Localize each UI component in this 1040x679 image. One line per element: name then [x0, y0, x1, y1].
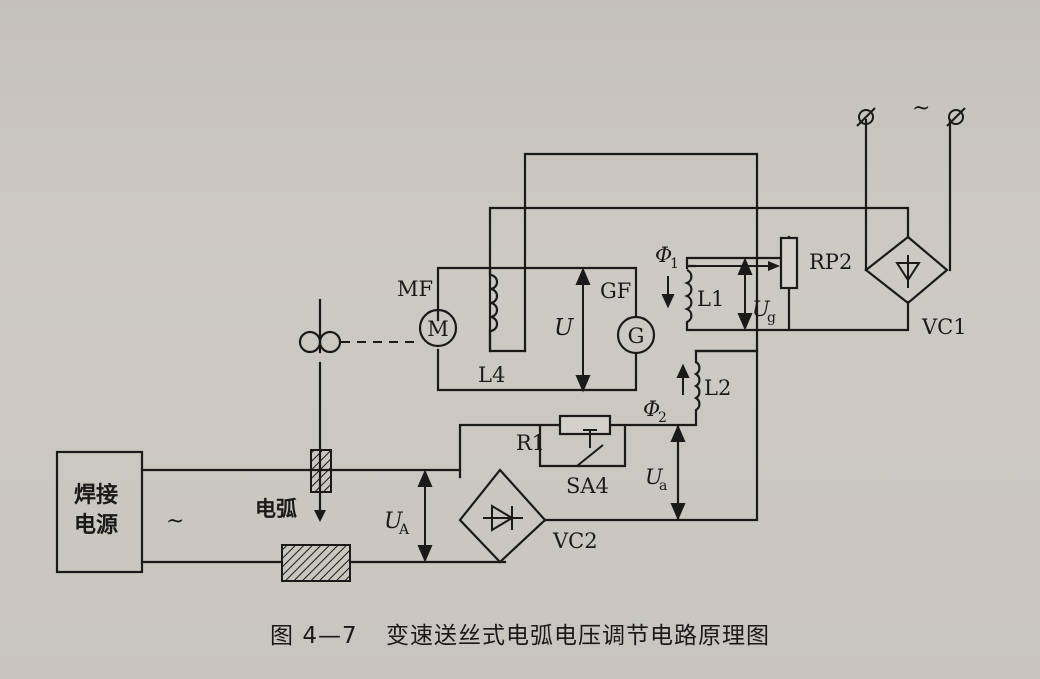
sa4-label: SA4 [566, 474, 609, 498]
wire-feed-arrow [314, 510, 326, 522]
welding-power-box [55, 450, 144, 574]
wire-l4 [488, 266, 527, 353]
phi2-label: Φ [643, 397, 660, 421]
wire-l2-circuit [458, 349, 759, 522]
wire-vc1-ac [864, 118, 952, 272]
feed-roller-left [298, 330, 322, 354]
gf-label: GF [600, 279, 631, 303]
arrow-ug-head-bottom [737, 313, 753, 331]
phi1-subscript: 1 [670, 256, 679, 272]
arrow-phi2-head [676, 363, 690, 378]
arrow-ua-head-bottom [670, 503, 686, 521]
ac-terminal-left-slash [856, 107, 876, 127]
ac-source-label: ~ [166, 509, 184, 534]
potentiometer-rp2 [779, 236, 799, 290]
bridge-vc2 [458, 468, 547, 564]
l4-label: L4 [478, 363, 505, 387]
arrow-u-head-top [575, 267, 591, 285]
caption-title: 变速送丝式电弧电压调节电路原理图 [385, 623, 770, 649]
ug-label: U [752, 297, 771, 321]
wire-top-inner [488, 206, 910, 353]
contact-tip [310, 449, 332, 493]
arrow-ug-head-top [737, 257, 753, 275]
vc1-label: VC1 [921, 315, 967, 339]
arrow-ua-head-top [670, 424, 686, 442]
phi1-label: Φ [655, 243, 672, 267]
motor-m [418, 308, 458, 348]
welding-power-label-line1: 焊接 [74, 483, 118, 508]
resistor-r1 [558, 414, 612, 436]
feed-roller-right [318, 330, 342, 354]
coil-l4 [489, 273, 499, 333]
mf-label: MF [397, 277, 433, 301]
uA-subscript: A [398, 522, 410, 538]
phi2-subscript: 2 [658, 410, 667, 426]
rp2-label: RP2 [809, 250, 852, 274]
l2-label: L2 [704, 376, 731, 400]
arc-label: 电弧 [255, 497, 297, 521]
workpiece [281, 544, 351, 582]
wire-l1-circuit [685, 235, 910, 332]
coil-l2 [693, 361, 701, 412]
arrow-ua-big-head-top [417, 469, 433, 487]
wire-motor-loop [436, 266, 638, 392]
vc1-diode [895, 255, 921, 288]
generator-label: G [628, 324, 645, 348]
ua-label: U [645, 465, 664, 489]
switch-sa4 [576, 429, 604, 467]
rp2-wiper-arrow [768, 261, 780, 271]
arrow-u-head-bottom [575, 375, 591, 393]
u-label: U [554, 315, 575, 341]
arrow-ua-big-head-bottom [417, 545, 433, 563]
r1-label: R1 [516, 431, 545, 455]
ua-subscript: a [659, 478, 667, 494]
arrow-phi1-head [661, 294, 675, 309]
ug-subscript: g [767, 310, 776, 326]
ac-top-label: ~ [912, 96, 930, 121]
wire-welding-circuit [140, 468, 507, 564]
l1-label: L1 [697, 287, 724, 311]
ac-terminal-right-slash [946, 107, 966, 127]
motor-label: M [427, 317, 449, 341]
bridge-vc1 [864, 235, 949, 305]
ac-terminal-left [858, 109, 874, 125]
coil-l1 [684, 268, 693, 330]
vc2-diode [483, 504, 523, 532]
vc2-label: VC2 [552, 529, 598, 553]
welding-power-label-line2: 电源 [74, 513, 118, 538]
figure-caption: 图 4—7 变速送丝式电弧电压调节电路原理图 [0, 616, 1040, 650]
ac-terminal-right [948, 109, 964, 125]
uA-label: U [384, 509, 404, 534]
caption-number: 图 4—7 [270, 623, 358, 649]
generator-g [616, 315, 656, 355]
